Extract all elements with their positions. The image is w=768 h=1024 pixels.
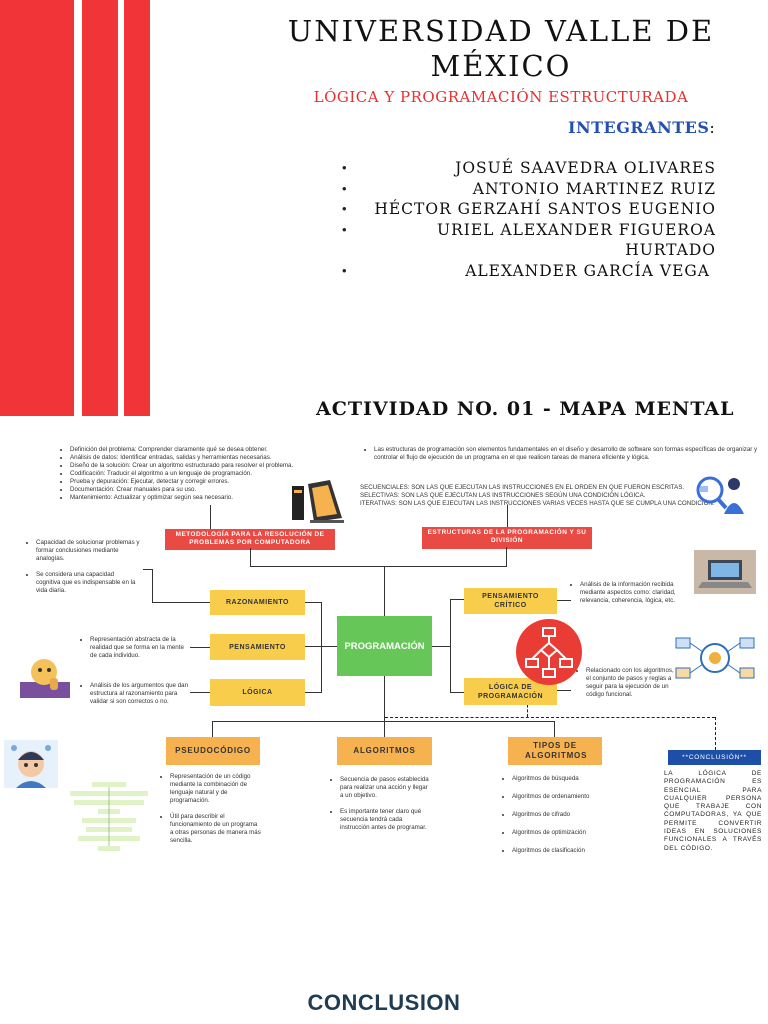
structures-types: SECUENCIALES: SON LAS QUE EJECUTAN LAS I… [360,484,715,507]
bullet: • [342,201,347,216]
connector [557,690,571,691]
connector [305,692,321,693]
connector [152,602,210,603]
member-1: JOSUÉ SAAVEDRA OLIVARES [455,159,716,177]
decor-stripe-1 [0,0,74,416]
connector [557,600,571,601]
thinking-person-icon [20,659,70,698]
connector [554,721,555,737]
conclusion-text: LA LÓGICA DE PROGRAMACIÓN ES ESENCIAL PA… [664,770,762,852]
structures-intro: Las estructuras de programación son elem… [366,446,762,462]
connector [384,721,385,737]
algoritmos-notes: Secuencia de pasos establecida para real… [332,776,432,832]
connector [384,676,385,722]
connector [250,566,507,567]
member-3: HÉCTOR GERZAHÍ SANTOS EUGENIO [374,200,716,218]
razonamiento-notes: Capacidad de solucionar problemas y form… [28,539,140,595]
methodology-list: Definición del problema: Comprender clar… [62,446,362,502]
course-name: LÓGICA Y PROGRAMACIÓN ESTRUCTURADA [313,88,689,106]
connector [432,646,450,647]
methodology-box: METODOLOGÍA PARA LA RESOLUCIÓN DE PROBLE… [165,529,335,550]
dashed-connector [715,717,716,750]
pseudocodigo-notes: Representación de un código mediante la … [162,773,262,845]
member-4-cont: HURTADO [625,241,716,259]
connector [212,721,554,722]
tipos-algoritmos-list: Algoritmos de búsqueda Algoritmos de ord… [504,775,624,855]
university-title: UNIVERSIDAD VALLE DE MÉXICO [287,14,715,83]
conclusion-heading: CONCLUSION [307,990,461,1015]
connector [450,692,464,693]
tipos-algoritmos-box: TIPOS DE ALGORITMOS [508,737,602,765]
logica-programacion-note: Relacionado con los algoritmos, es el co… [578,667,684,699]
bullet: • [342,263,347,278]
connector [384,566,385,616]
bullet: • [342,181,347,196]
computer-icon [292,480,344,523]
pensamiento-critico-box: PENSAMIENTO CRÍTICO [464,588,557,614]
algoritmos-box: ALGORITMOS [337,737,432,765]
connector [506,547,507,566]
pensamiento-box: PENSAMIENTO [210,634,305,660]
bullet: • [342,160,347,175]
connector [190,647,210,648]
decor-stripe-3 [124,0,150,416]
flowchart-icon [516,619,582,685]
activity-title: ACTIVIDAD NO. 01 - MAPA MENTAL [316,398,735,420]
razonamiento-box: RAZONAMIENTO [210,590,305,615]
logica-programacion-box: LÓGICA DE PROGRAMACIÓN [464,678,557,705]
connector [507,505,508,527]
pseudocodigo-box: PSEUDOCÓDIGO [166,737,260,765]
member-4: URIEL ALEXANDER FIGUEROA [437,221,716,239]
pensamiento-critico-note: Análisis de la información recibida medi… [572,581,682,605]
connector [305,602,321,603]
connector [250,548,251,566]
pensamiento-note: Representación abstracta de la realidad … [82,636,190,660]
search-people-icon [696,476,744,514]
center-programacion: PROGRAMACIÓN [337,616,432,676]
dashed-connector [527,700,528,717]
connector [212,721,213,737]
logica-box: LÓGICA [210,679,305,706]
laptop-icon [694,550,756,594]
connector [450,599,451,692]
connector [190,692,210,693]
boy-thinking-icon [4,740,58,788]
member-5: ALEXANDER GARCÍA VEGA [465,262,710,280]
member-2: ANTONIO MARTINEZ RUIZ [472,180,716,198]
conclusion-label: **CONCLUSIÓN** [668,750,761,765]
structures-box: ESTRUCTURAS DE LA PROGRAMACIÓN Y SU DIVI… [422,527,592,549]
connector [210,505,211,529]
members-label: INTEGRANTES: [568,118,716,137]
decor-stripe-2 [82,0,118,416]
dashed-connector [385,717,715,718]
bullet: • [342,222,347,237]
connector [152,569,153,603]
pseudocode-diagram-icon [70,782,148,851]
connector [321,602,322,693]
network-icon [675,637,755,679]
logica-note: Análisis de los argumentos que dan estru… [82,682,190,706]
connector [143,569,152,570]
connector [450,599,464,600]
